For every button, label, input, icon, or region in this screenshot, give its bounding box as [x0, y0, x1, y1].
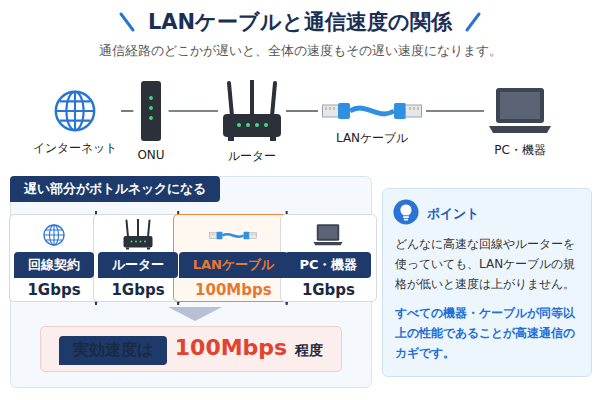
link-line: [121, 110, 133, 112]
router-node: ルーター: [222, 80, 282, 165]
point-heading: ポイント: [427, 201, 579, 227]
title-slash-right: [462, 11, 484, 33]
icon: [52, 88, 98, 134]
point-emphasis: すべての機器・ケーブルが同等以上の性能であることが高速通信のカギです。: [395, 304, 579, 363]
link-line: [286, 110, 318, 112]
icon: [140, 80, 162, 142]
icon: [209, 228, 257, 243]
bottleneck-panel: 遅い部分がボトルネックになる回線契約1Gbpsルーター1GbpsLANケーブル1…: [10, 176, 372, 388]
onu-node: ONU: [137, 80, 164, 162]
icon: [42, 223, 66, 247]
subtitle: 通信経路のどこかが遅いと、全体の速度もその遅い速度になります。: [0, 42, 600, 60]
icon: [488, 86, 552, 136]
result-text: 程度: [295, 342, 323, 360]
result-text: 実効速度は: [59, 336, 167, 365]
lan-cable-box: LANケーブル 100Mbps: [173, 214, 293, 302]
speed-value: 1Gbps: [97, 281, 179, 299]
icon: [222, 80, 282, 142]
icon: [393, 199, 419, 225]
lan-cable-node: LANケーブル: [322, 98, 422, 147]
point-body: どんなに高速な回線やルーターを使っていても、LANケーブルの規格が低いと速度は上…: [395, 235, 579, 294]
node-label: ルーター: [228, 148, 276, 165]
box-label: ルーター: [98, 252, 178, 278]
title-row: LANケーブルと通信速度の関係: [0, 8, 600, 36]
pc-box: PC・機器 1Gbps: [280, 214, 377, 302]
title: LANケーブルと通信速度の関係: [148, 8, 452, 36]
node-label: LANケーブル: [336, 130, 408, 147]
link-line: [169, 110, 218, 112]
icon: [123, 219, 153, 250]
speed-value: 100Mbps: [177, 281, 289, 299]
box-label: PC・機器: [285, 252, 371, 278]
icon: [322, 98, 422, 124]
node-label: インターネット: [33, 140, 117, 157]
icon: [313, 223, 343, 247]
node-label: PC・機器: [494, 142, 546, 159]
box-label: 回線契約: [14, 252, 94, 278]
point-box: ポイントどんなに高速な回線やルーターを使っていても、LANケーブルの規格が低いと…: [382, 188, 592, 377]
box-label: LANケーブル: [179, 252, 288, 278]
result-speed: 100Mbps: [175, 335, 287, 360]
router-box: ルーター 1Gbps: [93, 214, 183, 302]
internet-node: インターネット: [33, 88, 117, 157]
result-box: 実効速度は 100Mbps 程度: [40, 326, 342, 372]
down-triangle: [168, 307, 222, 321]
link-line: [426, 110, 484, 112]
speed-value: 1Gbps: [284, 281, 373, 299]
speed-value: 1Gbps: [13, 281, 95, 299]
pc-node: PC・機器: [488, 86, 552, 159]
node-label: ONU: [137, 148, 164, 162]
panel-heading: 遅い部分がボトルネックになる: [10, 176, 220, 202]
line-contract-box: 回線契約 1Gbps: [9, 214, 99, 302]
title-slash-left: [116, 11, 138, 33]
